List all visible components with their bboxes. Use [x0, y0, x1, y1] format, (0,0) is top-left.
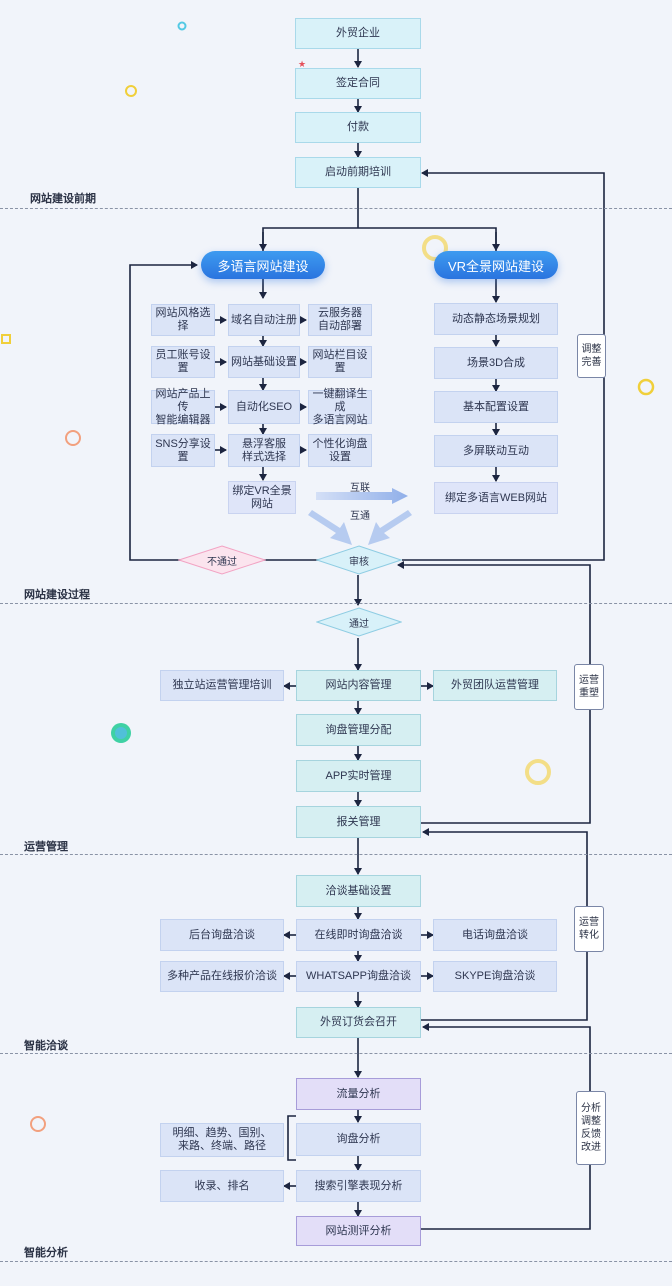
ops-training-box: 独立站运营管理培训 — [160, 670, 284, 701]
nego-online-box: 在线即时询盘洽谈 — [296, 919, 421, 951]
ops-content-box: 网站内容管理 — [296, 670, 421, 701]
vr-item: 场景3D合成 — [434, 347, 558, 379]
multilang-center-item: 绑定VR全景 网站 — [228, 481, 296, 514]
multilang-right-item: 网站栏目设置 — [308, 346, 372, 378]
multilang-left-item: SNS分享设置 — [151, 434, 215, 467]
review-diamond — [316, 545, 402, 575]
section-divider — [0, 1261, 672, 1262]
nego-fair-box: 外贸订货会召开 — [296, 1007, 421, 1038]
contract-box: 签定合同 — [295, 68, 421, 99]
section-title-build-process: 网站建设过程 — [24, 589, 90, 601]
vr-build-pill: VR全景网站建设 — [434, 251, 558, 279]
multilang-right-item: 云服务器 自动部署 — [308, 304, 372, 336]
multilang-center-item: 悬浮客服 样式选择 — [228, 434, 300, 467]
ops-customs-box: 报关管理 — [296, 806, 421, 838]
nego-backend-box: 后台询盘洽谈 — [160, 919, 284, 951]
ops-app-box: APP实时管理 — [296, 760, 421, 792]
nego-quote-box: 多种产品在线报价洽谈 — [160, 961, 284, 992]
ops-team-box: 外贸团队运营管理 — [433, 670, 557, 701]
multilang-left-item: 员工账号设置 — [151, 346, 215, 378]
nego-skype-box: SKYPE询盘洽谈 — [433, 961, 557, 992]
multilang-build-pill: 多语言网站建设 — [201, 251, 325, 279]
vr-item: 多屏联动互动 — [434, 435, 558, 467]
section-divider — [0, 1053, 672, 1054]
multilang-center-item: 自动化SEO — [228, 390, 300, 424]
analysis-traffic-box: 流量分析 — [296, 1078, 421, 1110]
section-title-analysis: 智能分析 — [24, 1247, 68, 1259]
svg-text:★: ★ — [298, 59, 306, 69]
review-label: 审核 — [349, 556, 369, 568]
section-divider — [0, 603, 672, 604]
fail-label: 不通过 — [207, 556, 237, 568]
vr-item: 动态静态场景规划 — [434, 303, 558, 335]
section-title-pre-build: 网站建设前期 — [30, 193, 96, 205]
section-divider — [0, 854, 672, 855]
interconnect-label: 互联 — [350, 482, 370, 494]
nego-phone-box: 电话询盘洽谈 — [433, 919, 557, 951]
multilang-right-item: 一键翻译生成 多语言网站 — [308, 388, 372, 426]
multilang-left-item: 网站风格选择 — [151, 304, 215, 336]
adjust-label: 调整 完善 — [577, 334, 606, 378]
ops-inquiry-box: 询盘管理分配 — [296, 714, 421, 746]
section-divider — [0, 208, 672, 209]
convert-label: 运营 转化 — [574, 906, 604, 952]
section-title-negotiation: 智能洽谈 — [24, 1040, 68, 1052]
intercommunicate-label: 互通 — [350, 510, 370, 522]
multilang-center-item: 域名自动注册 — [228, 304, 300, 336]
analysis-review-box: 网站测评分析 — [296, 1216, 421, 1246]
reshape-label: 运营 重塑 — [574, 664, 604, 710]
analysis-detail-box: 明细、趋势、国别、 来路、终端、路径 — [160, 1123, 284, 1157]
training-box: 启动前期培训 — [295, 157, 421, 188]
multilang-center-item: 网站基础设置 — [228, 346, 300, 378]
nego-whatsapp-box: WHATSAPP询盘洽谈 — [296, 961, 421, 992]
analysis-feedback-label: 分析 调整 反馈 改进 — [576, 1091, 606, 1165]
pass-label: 通过 — [349, 618, 369, 630]
analysis-index-box: 收录、排名 — [160, 1170, 284, 1202]
analysis-inquiry-box: 询盘分析 — [296, 1123, 421, 1156]
vr-item: 绑定多语言WEB网站 — [434, 482, 558, 514]
company-box: 外贸企业 — [295, 18, 421, 49]
section-title-operations: 运营管理 — [24, 841, 68, 853]
vr-item: 基本配置设置 — [434, 391, 558, 423]
fail-diamond — [178, 545, 266, 575]
multilang-left-item: 网站产品上传 智能编辑器 — [151, 388, 215, 426]
analysis-search-box: 搜索引擎表现分析 — [296, 1170, 421, 1202]
payment-box: 付款 — [295, 112, 421, 143]
multilang-right-item: 个性化询盘 设置 — [308, 434, 372, 467]
nego-base-box: 洽谈基础设置 — [296, 875, 421, 907]
pass-diamond — [316, 607, 402, 637]
